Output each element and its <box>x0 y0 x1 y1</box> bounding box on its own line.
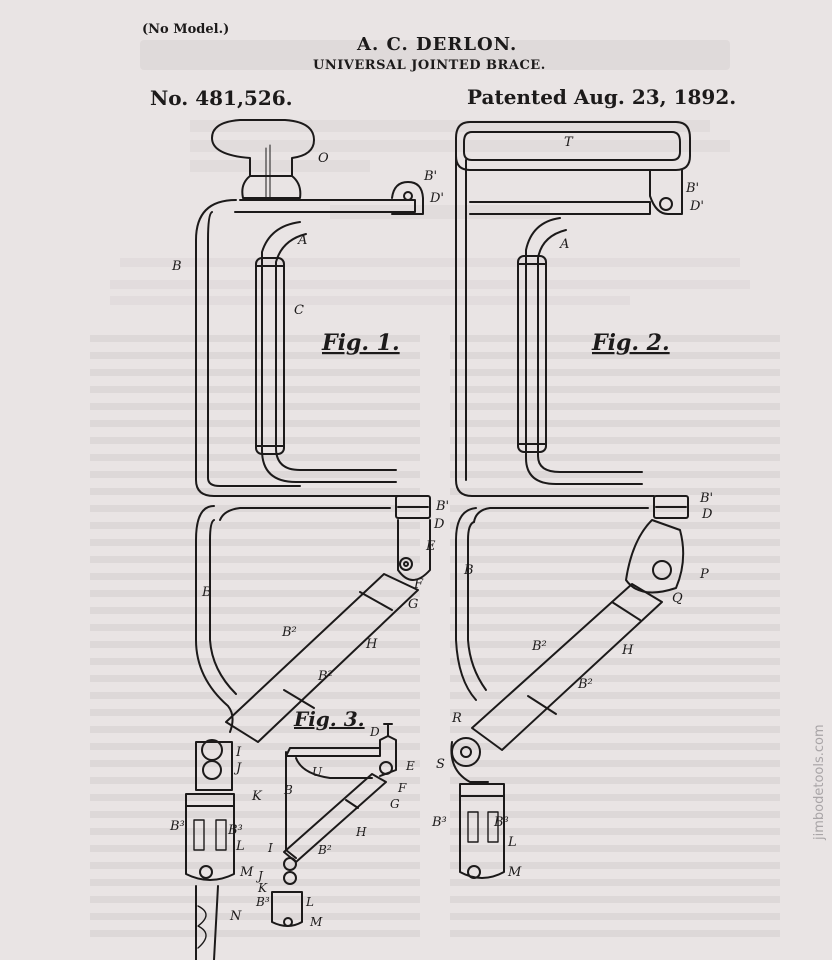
fig2-label-Q: Q <box>672 591 683 606</box>
fig3-label-F: F <box>397 781 407 795</box>
fig1-sleeve <box>225 573 419 743</box>
inventor-name: A. C. DERLON. <box>357 34 518 55</box>
fig3-label-U: U <box>312 765 323 779</box>
fig3-label-J: J <box>255 869 264 883</box>
fig1-label-O: O <box>318 151 329 166</box>
fig2-label-D: D <box>701 507 713 522</box>
fig2-label-B1b: B' <box>699 491 713 506</box>
fig2-label-D1: D' <box>689 199 704 214</box>
fig2-label-M: M <box>507 865 522 880</box>
fig3-label-K: K <box>257 881 268 895</box>
fig1-label-G: G <box>408 597 418 612</box>
fig1-knob <box>211 119 315 199</box>
fig1-crank <box>261 221 397 483</box>
fig2-label-A: A <box>559 237 569 252</box>
fig1-label-B1b: B' <box>435 499 449 514</box>
fig1-label-N: N <box>229 909 242 924</box>
fig1-bit <box>195 885 219 960</box>
fig2-label-R: R <box>451 711 462 726</box>
fig3-label-D: D <box>369 725 380 739</box>
patent-number: No. 481,526. <box>150 86 293 110</box>
fig2-label-B2: B² <box>531 639 547 654</box>
fig1-label-A: A <box>297 233 307 248</box>
fig2-top-loop <box>455 121 691 171</box>
watermark: jimbodetools.com <box>812 724 827 840</box>
fig3-drawing <box>271 723 397 927</box>
fig1-label-B-low: B <box>201 585 212 600</box>
fig1-label-B1: B' <box>423 169 437 184</box>
fig1-label-H: H <box>365 637 378 652</box>
fig2-title: Fig. 2. <box>591 330 670 356</box>
fig1-label-K: K <box>251 789 263 804</box>
fig1-drawing <box>185 119 431 960</box>
fig1-label-D: D <box>433 517 445 532</box>
fig2-drawing <box>450 121 691 879</box>
fig1-label-B3b: B³ <box>227 823 243 838</box>
fig1-label-J: J <box>233 761 242 776</box>
fig1-chuck <box>185 793 235 881</box>
fig1-label-B2: B² <box>281 625 297 640</box>
fig2-label-T: T <box>564 135 574 150</box>
fig3-label-H: H <box>355 825 367 839</box>
fig1-label-D1: D' <box>429 191 444 206</box>
fig3-label-I: I <box>267 841 273 855</box>
fig2-label-H: H <box>621 643 634 658</box>
fig1-label-I: I <box>235 745 242 760</box>
fig3-title: Fig. 3. <box>293 707 365 731</box>
fig2-sleeve <box>471 583 663 751</box>
no-model-note: (No Model.) <box>142 22 230 37</box>
fig3-label-L: L <box>305 895 314 909</box>
patent-title: UNIVERSAL JOINTED BRACE. <box>313 58 546 73</box>
fig1-label-E: E <box>425 539 436 554</box>
fig1-label-M: M <box>239 865 254 880</box>
fig3-label-B3: B³ <box>255 895 270 909</box>
fig2-label-B3b: B³ <box>493 815 509 830</box>
fig3-frame <box>285 747 381 757</box>
fig1-label-L: L <box>235 839 245 854</box>
fig1-top-arm <box>234 199 416 213</box>
fig1-label-F: F <box>413 577 424 592</box>
fig2-label-B2b: B² <box>577 677 593 692</box>
fig1-label-B3: B³ <box>169 819 185 834</box>
fig1-label-C: C <box>294 303 304 318</box>
fig1-title: Fig. 1. <box>321 330 400 356</box>
patent-date: Patented Aug. 23, 1892. <box>467 85 737 109</box>
fig1-label-B: B <box>171 259 182 274</box>
fig2-label-B: B <box>463 563 474 578</box>
fig3-label-M: M <box>309 915 323 929</box>
fig2-label-B3: B³ <box>431 815 447 830</box>
fig3-label-G: G <box>390 797 400 811</box>
fig2-label-S: S <box>436 757 445 772</box>
fig2-label-B1: B' <box>685 181 699 196</box>
fig3-label-E: E <box>405 759 415 773</box>
fig3-label-B2: B² <box>317 843 332 857</box>
fig1-frame <box>195 199 399 497</box>
fig3-label-B: B <box>283 783 293 797</box>
fig2-label-L: L <box>507 835 517 850</box>
fig2-crank <box>525 217 643 485</box>
fig1-label-B2b: B² <box>317 669 333 684</box>
fig2-label-P: P <box>699 567 709 582</box>
